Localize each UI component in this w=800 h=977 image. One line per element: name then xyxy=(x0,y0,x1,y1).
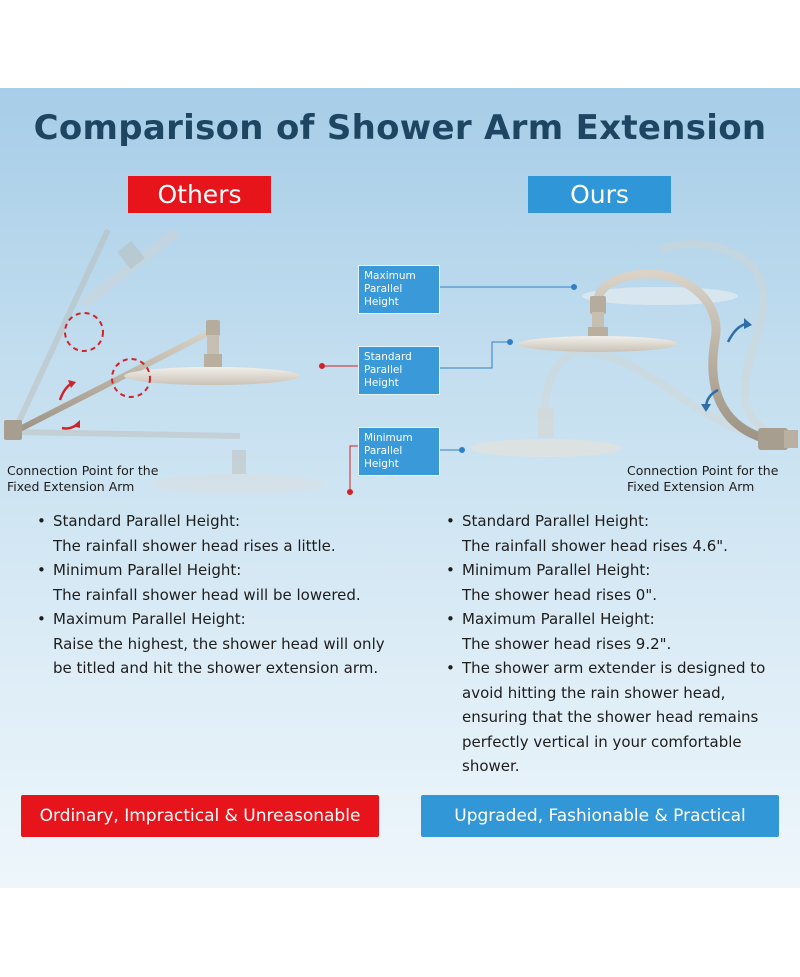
others-footer-banner: Ordinary, Impractical & Unreasonable xyxy=(21,795,379,837)
others-bullet-standard: Standard Parallel Height: The rainfall s… xyxy=(37,509,392,558)
ours-rotate-arrow-up xyxy=(726,322,747,343)
ours-bullet-design: The shower arm extender is designed to a… xyxy=(446,656,776,779)
ours-tag: Ours xyxy=(528,176,671,213)
ours-footer-banner: Upgraded, Fashionable & Practical xyxy=(421,795,779,837)
page-title: Comparison of Shower Arm Extension xyxy=(33,108,767,148)
others-tag: Others xyxy=(128,176,271,213)
others-arm-ghost-high xyxy=(11,228,179,434)
others-arm-ghost-low xyxy=(13,429,324,494)
others-bullet-maximum: Maximum Parallel Height: Raise the highe… xyxy=(37,607,392,681)
ours-arm-ghost-min xyxy=(541,347,771,444)
others-bullet-minimum: Minimum Parallel Height: The rainfall sh… xyxy=(37,558,392,607)
ours-bullet-list: Standard Parallel Height: The rainfall s… xyxy=(446,509,776,779)
others-bullet-list: Standard Parallel Height: The rainfall s… xyxy=(37,509,392,681)
others-collision-circle-top xyxy=(64,312,104,352)
others-arm-main xyxy=(4,320,300,440)
red-connectors xyxy=(319,363,358,495)
ours-arm-ghost-max xyxy=(658,240,778,440)
ours-bullet-standard: Standard Parallel Height: The rainfall s… xyxy=(446,509,776,558)
others-collision-circle-bottom xyxy=(111,358,151,398)
ours-bullet-maximum: Maximum Parallel Height: The shower head… xyxy=(446,607,776,656)
ours-bullet-minimum: Minimum Parallel Height: The shower head… xyxy=(446,558,776,607)
shower-arm-illustration xyxy=(4,228,798,495)
ours-arm-main xyxy=(518,269,798,450)
label-connectors xyxy=(440,284,577,453)
